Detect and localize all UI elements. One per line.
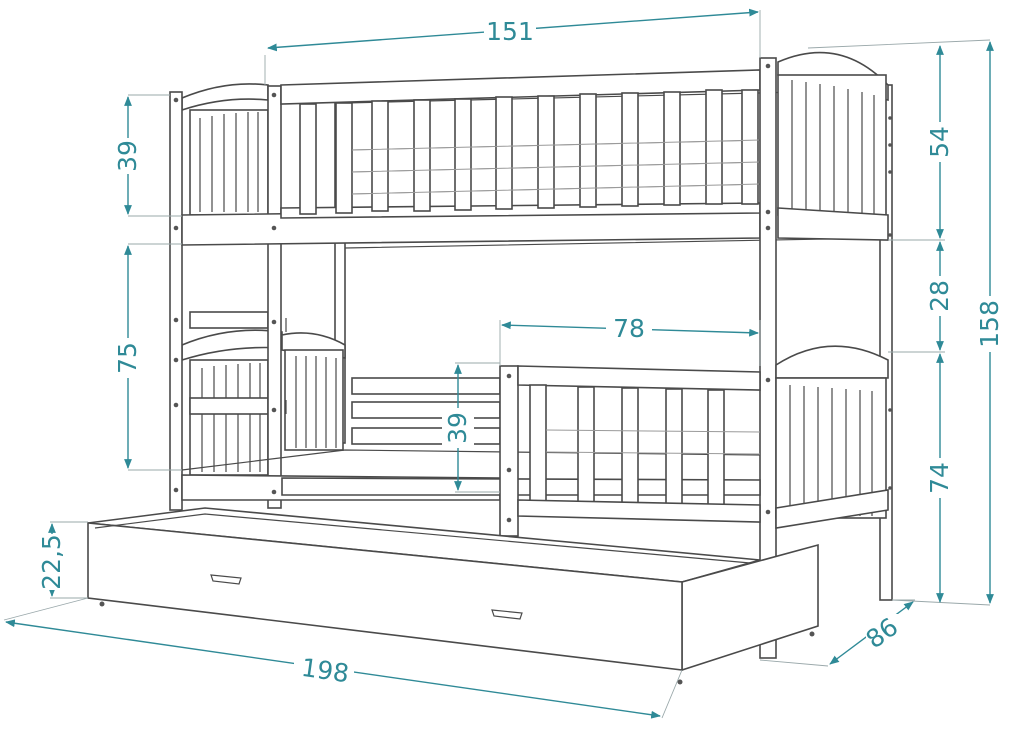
dimension-labels: 151 39 75 54 28 74 158 78 39 22,5 198 86 <box>36 16 1006 688</box>
dim-top-length: 151 <box>486 17 534 46</box>
dim-total-height: 158 <box>975 300 1004 348</box>
lower-front-guard <box>499 365 761 537</box>
dim-top-rail-height: 39 <box>113 140 142 172</box>
upper-front-rail <box>181 69 761 246</box>
left-lower-inner-end <box>281 332 346 451</box>
left-lower-end <box>181 311 283 476</box>
dim-top-right-height: 54 <box>925 126 954 158</box>
right-upper-end <box>777 51 889 241</box>
drawer-handle-left <box>210 574 242 585</box>
dim-rail-opening: 78 <box>613 314 645 343</box>
front-left-post <box>169 91 183 511</box>
front-left-inner-post <box>267 85 282 509</box>
guard-post <box>499 365 519 537</box>
dim-bottom-rail-height: 39 <box>443 412 472 444</box>
right-lower-end <box>775 345 889 529</box>
dim-bottom-right-height: 74 <box>925 462 954 494</box>
dim-gap-height: 28 <box>925 280 954 312</box>
dim-bed-height-left: 75 <box>113 342 142 374</box>
bolts <box>173 63 892 523</box>
left-upper-end <box>181 83 269 216</box>
dim-total-length: 198 <box>300 653 351 688</box>
trundle-drawer <box>87 507 819 685</box>
dim-drawer-height: 22,5 <box>37 534 66 590</box>
drawer-handle-right <box>491 609 523 620</box>
